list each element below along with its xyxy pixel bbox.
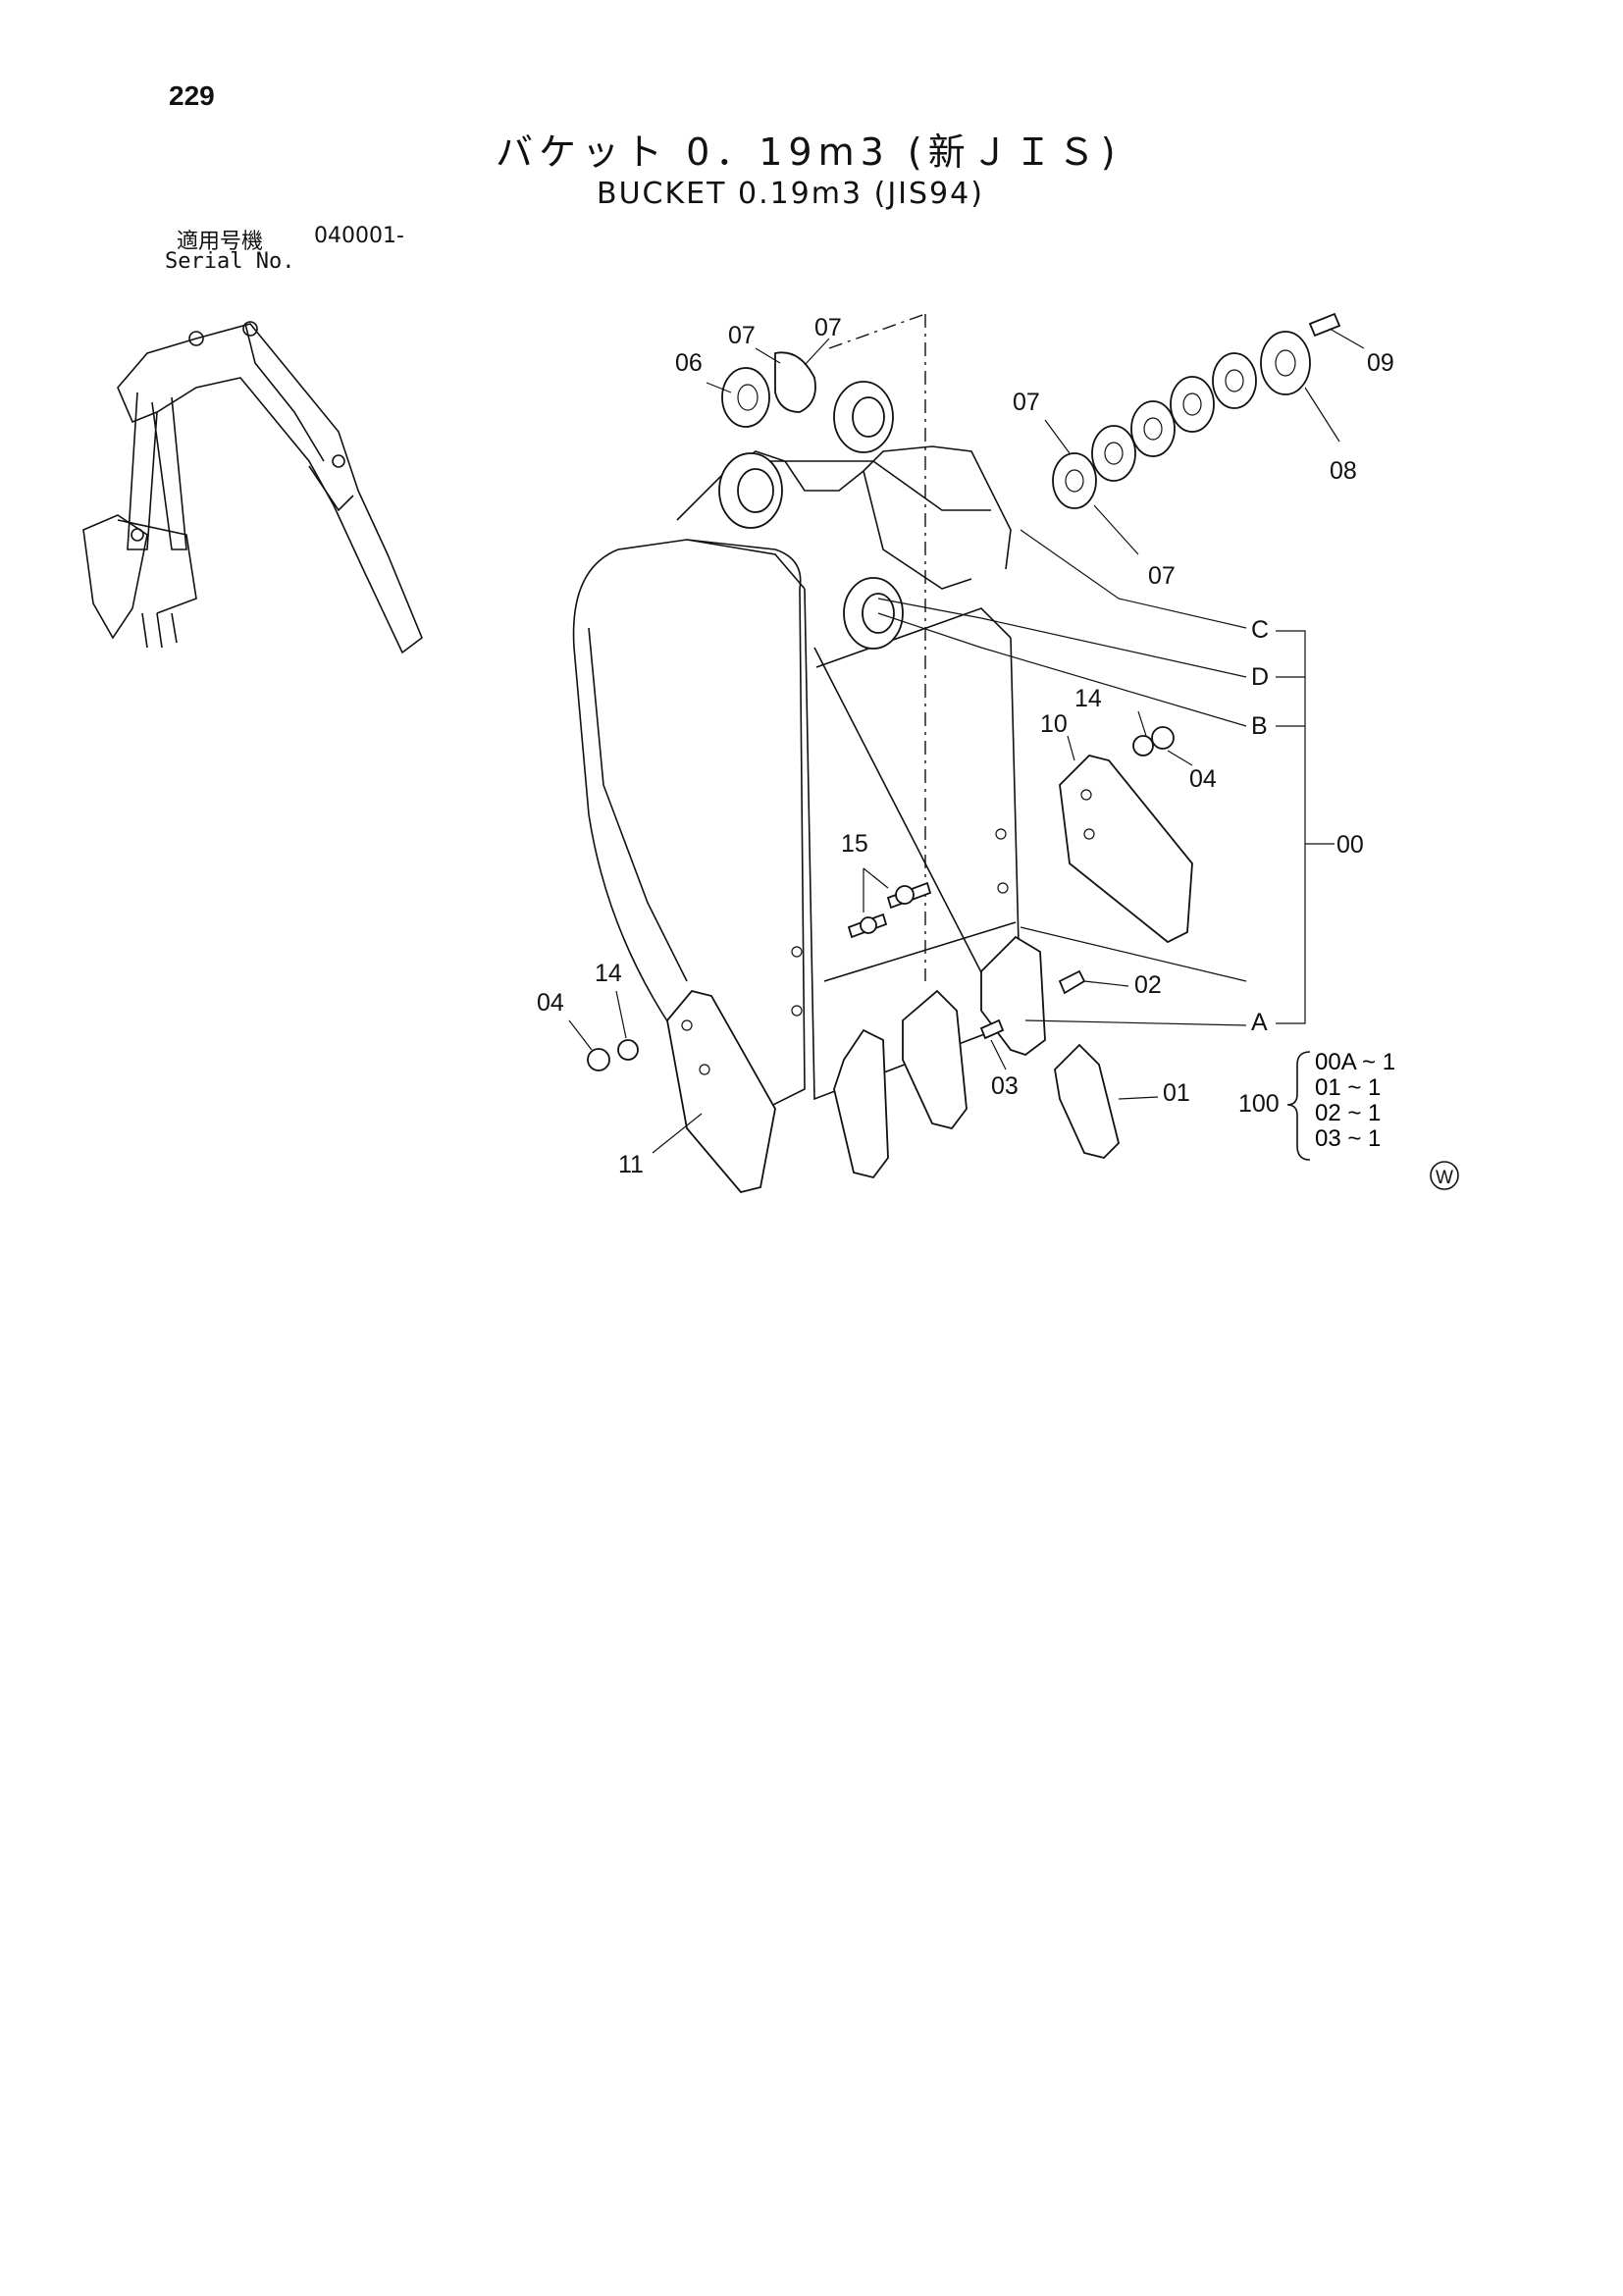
serial-label-japanese: 適用号機 bbox=[177, 230, 264, 254]
teeth-group bbox=[833, 935, 1120, 1179]
callout-07: 07 bbox=[728, 322, 756, 349]
bucket-body bbox=[572, 313, 1021, 1110]
callout-06: 06 bbox=[675, 349, 703, 377]
callout-07: 07 bbox=[814, 314, 842, 341]
mark-letter: W bbox=[1436, 1168, 1453, 1188]
side-cutters bbox=[666, 755, 1193, 1194]
callout-14: 14 bbox=[1074, 685, 1102, 712]
callout-11: 11 bbox=[618, 1151, 644, 1178]
serial-number-value: 040001- bbox=[314, 224, 404, 248]
callout-01: 01 bbox=[1163, 1079, 1190, 1107]
callout-07: 07 bbox=[1148, 562, 1176, 590]
reference-b: B bbox=[1251, 712, 1268, 740]
kit-item: 03 ~ 1 bbox=[1315, 1125, 1381, 1152]
title-japanese: バケット 0．19m3 (新ＪＩＳ) bbox=[496, 130, 1122, 174]
shims-group bbox=[721, 312, 1341, 509]
callout-00: 00 bbox=[1336, 831, 1364, 859]
callout-08: 08 bbox=[1330, 457, 1357, 485]
reference-a: A bbox=[1251, 1009, 1268, 1036]
page-number: 229 bbox=[169, 80, 215, 111]
callout-14: 14 bbox=[595, 960, 622, 987]
callout-10: 10 bbox=[1040, 710, 1068, 738]
callout-15: 15 bbox=[841, 830, 868, 858]
leader-lines bbox=[568, 328, 1365, 1154]
kit-item: 00A ~ 1 bbox=[1315, 1049, 1395, 1075]
reference-c: C bbox=[1251, 616, 1269, 644]
fasteners bbox=[587, 726, 1175, 1071]
callout-labels: 06 07 07 07 07 08 09 10 14 04 15 14 04 0… bbox=[537, 314, 1394, 1178]
kit-list: 100 00A ~ 1 01 ~ 1 02 ~ 1 03 ~ 1 bbox=[1238, 1049, 1395, 1161]
reference-d: D bbox=[1251, 663, 1269, 691]
kit-number: 100 bbox=[1238, 1090, 1280, 1118]
callout-04: 04 bbox=[537, 989, 564, 1017]
kit-item: 01 ~ 1 bbox=[1315, 1074, 1381, 1101]
callout-09: 09 bbox=[1367, 349, 1394, 377]
circled-w-mark: W bbox=[1430, 1161, 1459, 1190]
callout-07: 07 bbox=[1013, 389, 1040, 416]
title-english: BUCKET 0.19m3 (JIS94) bbox=[597, 177, 984, 211]
excavator-thumbnail bbox=[82, 321, 423, 654]
serial-label-english: Serial No. bbox=[165, 249, 295, 274]
callout-02: 02 bbox=[1134, 971, 1162, 999]
callout-03: 03 bbox=[991, 1072, 1019, 1100]
callout-04: 04 bbox=[1189, 765, 1217, 793]
kit-item: 02 ~ 1 bbox=[1315, 1100, 1381, 1126]
